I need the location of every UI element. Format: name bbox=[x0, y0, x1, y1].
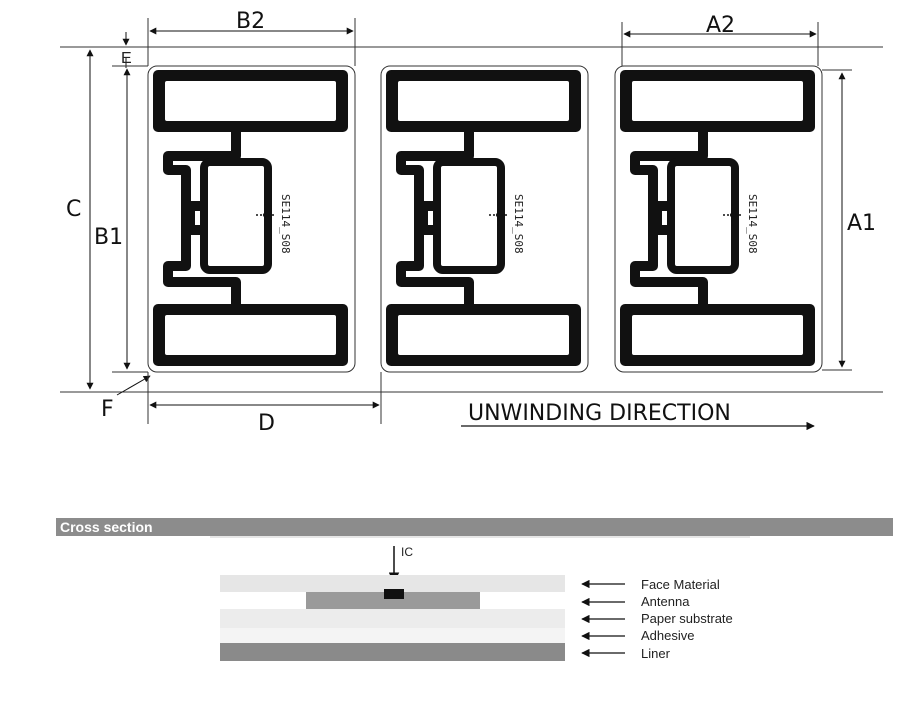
label-2: SE114_S08 bbox=[380, 66, 589, 373]
unwinding-direction-label: UNWINDING DIRECTION bbox=[468, 401, 731, 426]
chip-marking-1: SE114_S08 bbox=[279, 194, 292, 254]
ic-chip bbox=[384, 589, 404, 599]
b1-label: B1 bbox=[94, 225, 123, 250]
cross-section-header: Cross section bbox=[56, 518, 893, 536]
face-material-layer bbox=[220, 575, 565, 592]
ic-label: IC bbox=[401, 545, 413, 559]
layer-label-adhesive: Adhesive bbox=[641, 628, 694, 643]
label-1: SE114_S08 bbox=[147, 66, 356, 373]
f-leader-line bbox=[116, 375, 151, 396]
a2-label: A2 bbox=[706, 13, 735, 38]
chip-marking-2: SE114_S08 bbox=[512, 194, 525, 254]
d-label: D bbox=[258, 411, 275, 436]
adhesive-layer bbox=[220, 628, 565, 643]
a1-label: A1 bbox=[847, 211, 876, 236]
chip-marking-3: SE114_S08 bbox=[746, 194, 759, 254]
layer-label-antenna: Antenna bbox=[641, 594, 690, 609]
cross-section-diagram: IC Face Material Antenna Paper substrate… bbox=[210, 536, 750, 661]
liner-layer bbox=[220, 643, 565, 661]
b2-label: B2 bbox=[236, 9, 265, 34]
layer-label-paper-substrate: Paper substrate bbox=[641, 611, 733, 626]
antenna-layer bbox=[306, 592, 480, 609]
f-label: F bbox=[101, 397, 114, 422]
label-3: SE114_S08 bbox=[614, 66, 823, 373]
e-label: E bbox=[121, 50, 132, 67]
layer-label-face-material: Face Material bbox=[641, 577, 720, 592]
paper-substrate-layer bbox=[220, 609, 565, 628]
cross-section-title: Cross section bbox=[60, 519, 153, 535]
c-label: C bbox=[66, 197, 81, 222]
layer-label-liner: Liner bbox=[641, 646, 671, 661]
